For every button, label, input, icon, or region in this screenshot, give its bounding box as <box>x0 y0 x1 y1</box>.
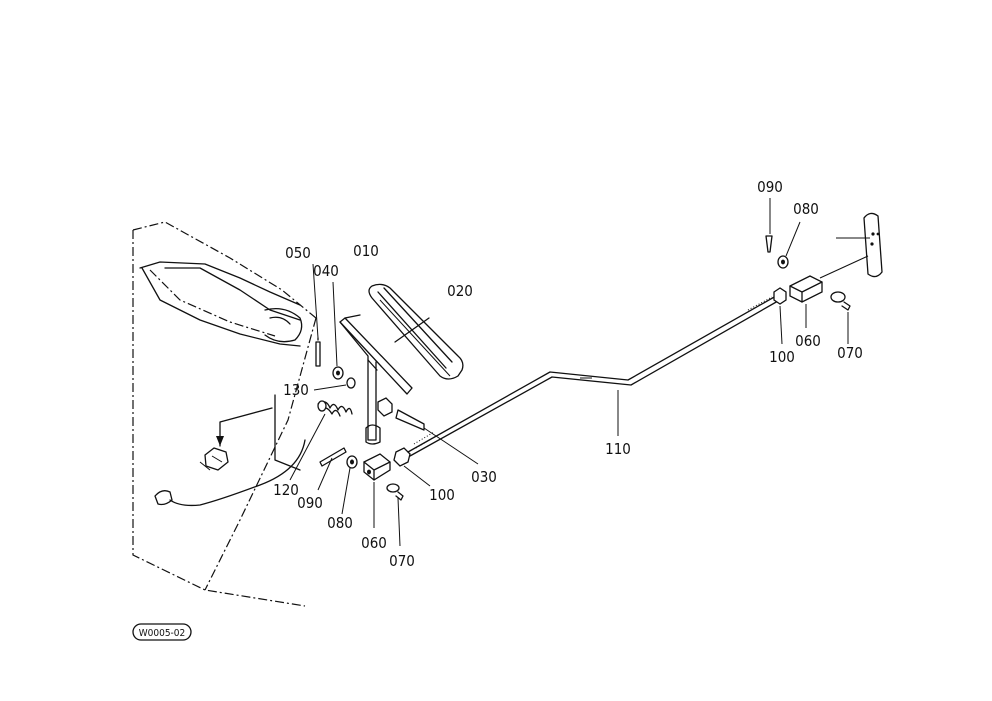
label-080-right: 080 <box>793 200 819 218</box>
pedal-020 <box>368 283 464 380</box>
label-090-right: 090 <box>757 178 783 196</box>
bolt-030 <box>377 397 479 465</box>
rod-110 <box>407 295 779 457</box>
label-060-right: 060 <box>795 332 821 350</box>
washer-040 <box>332 281 344 380</box>
label-050: 050 <box>285 244 311 262</box>
label-010: 010 <box>353 242 379 260</box>
cotter-pin-050 <box>312 263 321 367</box>
washer-080-left <box>341 455 358 515</box>
label-130: 130 <box>283 381 309 399</box>
spring-120 <box>289 400 353 481</box>
clevis-060-left <box>363 453 391 528</box>
nut-100-left <box>393 447 431 487</box>
washer-130 <box>313 377 356 391</box>
label-040: 040 <box>313 262 339 280</box>
label-110: 110 <box>605 440 631 458</box>
diagram-id-label: W0005-02 <box>139 628 185 639</box>
label-070-right: 070 <box>837 344 863 362</box>
diagram-id-badge: W0005-02 <box>132 623 192 641</box>
label-090-left: 090 <box>297 494 323 512</box>
pin-070-left <box>386 483 404 547</box>
label-020: 020 <box>447 282 473 300</box>
label-060-left: 060 <box>361 534 387 552</box>
label-100-right: 100 <box>769 348 795 366</box>
label-080-left: 080 <box>327 514 353 532</box>
body-panel <box>132 221 317 607</box>
pin-090-left <box>317 447 347 491</box>
pedal-arm-010 <box>339 314 413 445</box>
part-labels: 010 020 030 040 050 060 060 070 070 080 … <box>273 178 863 570</box>
label-070-left: 070 <box>389 552 415 570</box>
label-120: 120 <box>273 481 299 499</box>
right-linkage <box>765 198 883 345</box>
label-100-left: 100 <box>429 486 455 504</box>
label-030: 030 <box>471 468 497 486</box>
